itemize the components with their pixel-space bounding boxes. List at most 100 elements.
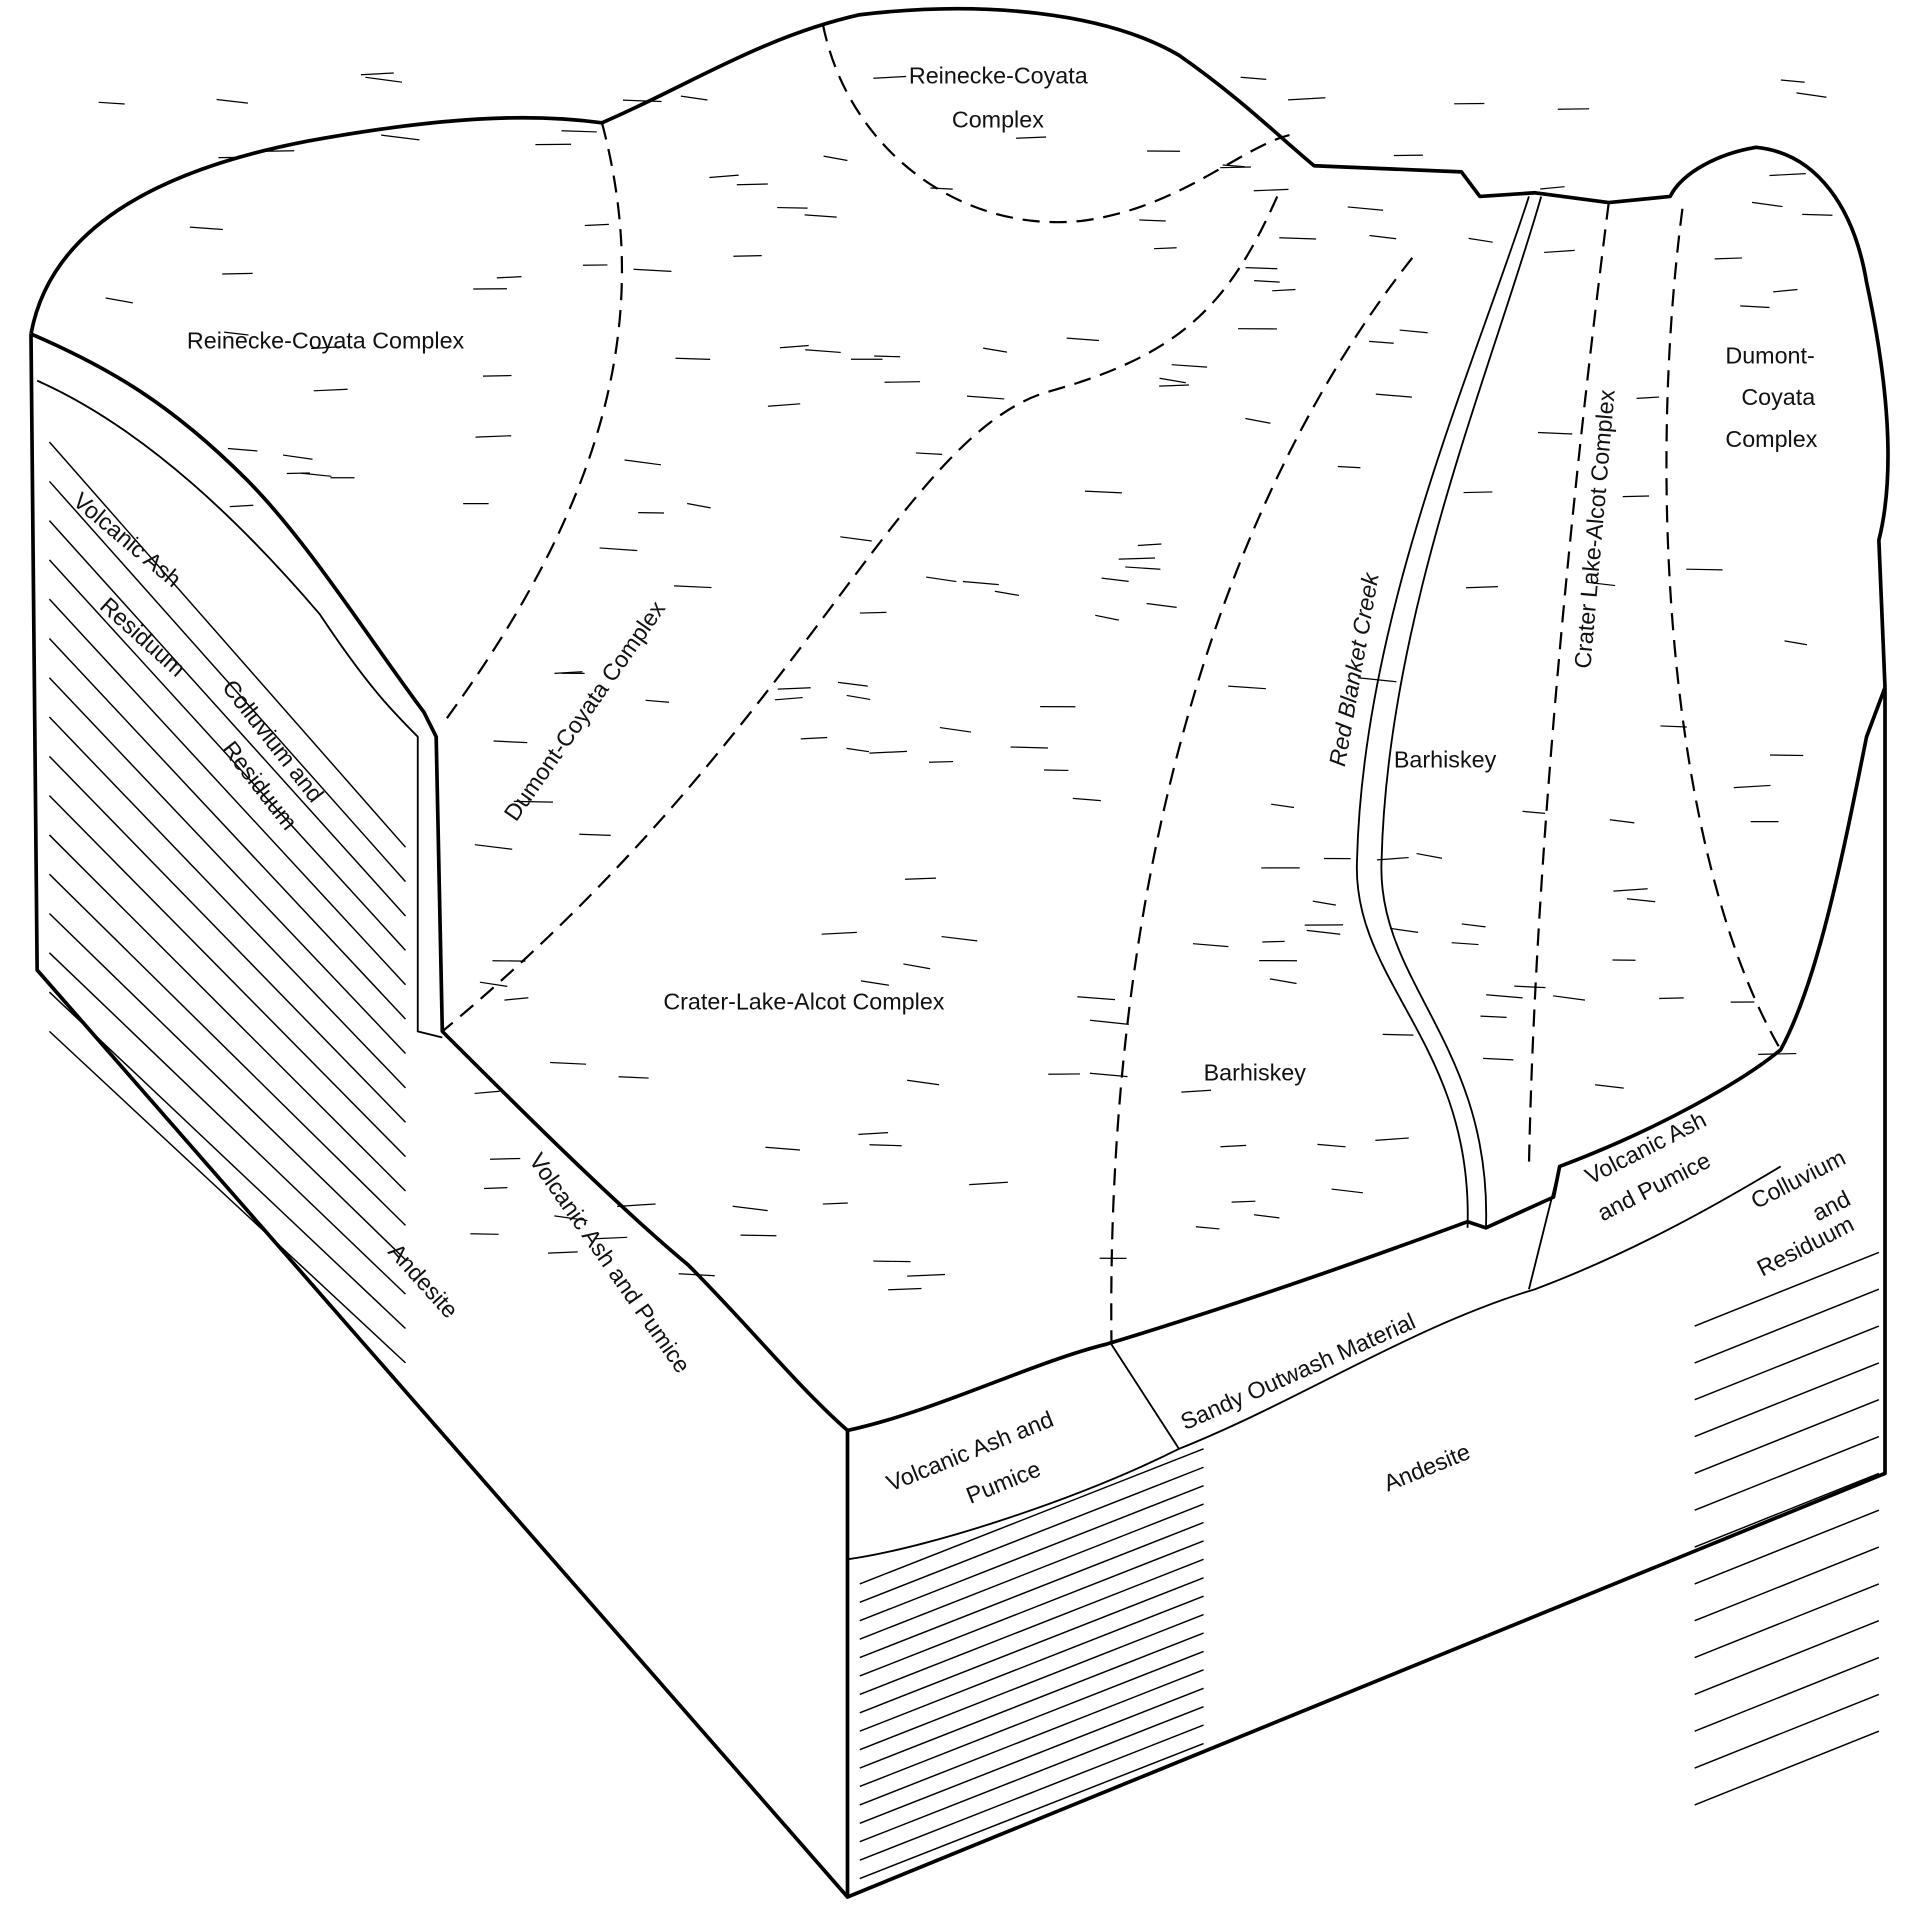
hatch-line [859, 1503, 1204, 1640]
hatch-line [1486, 994, 1523, 999]
hatch-line [1613, 888, 1648, 892]
labels: Reinecke-Coyata Complex Reinecke-Coyata … [68, 62, 1858, 1508]
hatch-line [1254, 1214, 1280, 1219]
right-face-outline [846, 687, 1887, 1899]
hatch-line [859, 1705, 1204, 1843]
hatch-line [733, 255, 762, 257]
red-blanket-creek [1356, 196, 1543, 1228]
hatch-line [1595, 1084, 1624, 1089]
hatch-line [1231, 1200, 1256, 1203]
label: Sandy Outwash Material [1177, 1308, 1420, 1435]
hatch-line [1269, 978, 1297, 985]
hatch-line [1312, 900, 1336, 906]
hatch-line [804, 214, 837, 218]
hatch-line [859, 1521, 1204, 1659]
hatch-line [1228, 685, 1266, 690]
hatch-line [1480, 1015, 1507, 1019]
hatch-line [1195, 1226, 1220, 1230]
hatch-line [1586, 581, 1616, 587]
hatch-line [1331, 1188, 1363, 1194]
hatch-line [189, 226, 223, 231]
hatch-line [1220, 1144, 1247, 1148]
hatch-line [1483, 1057, 1514, 1061]
hatch-line [1622, 495, 1650, 498]
hatch-line [48, 716, 407, 1089]
hatch-line [1222, 164, 1245, 168]
hatch-line [858, 1131, 889, 1136]
hatch-line [1694, 1509, 1880, 1585]
hatch-line [774, 696, 803, 701]
hatch-line [48, 1030, 406, 1364]
hatch-line [1095, 614, 1120, 621]
hatch-line [1796, 92, 1827, 98]
label: Andesite [383, 1238, 463, 1323]
hatch-line [1522, 810, 1546, 814]
hatch-line [222, 272, 253, 275]
hatch-line [740, 1234, 777, 1237]
hatch-line [1773, 288, 1798, 293]
hatch-line [1369, 340, 1394, 344]
hatch-line [1084, 490, 1122, 494]
hatch-line [859, 1613, 1204, 1751]
hatch-line [282, 454, 313, 460]
hatch-line [1540, 186, 1565, 190]
hatch-line [622, 99, 662, 103]
hatch-line [1694, 1730, 1880, 1806]
hatch-line [1306, 929, 1341, 935]
boundary-dumont [441, 196, 1279, 1033]
boundary-reinecke-top [821, 24, 1290, 224]
hatch-line [1694, 1435, 1880, 1511]
boundary-barhiskey [1110, 257, 1414, 1345]
hatch-line [822, 1202, 848, 1205]
hatch-line [1659, 997, 1684, 1000]
hatch-line [1253, 188, 1289, 192]
hatch-line [1802, 213, 1833, 216]
hatch-line [1694, 1693, 1880, 1769]
hatch-line [1514, 985, 1546, 989]
hatch-line [1733, 784, 1771, 789]
hatch-line [674, 585, 712, 589]
hatch-line [928, 760, 954, 763]
hatch-line [859, 1632, 1204, 1769]
hatch-line [777, 206, 808, 209]
hatch-line [645, 699, 670, 703]
hatch-line [1694, 1362, 1880, 1438]
hatch-line [1463, 491, 1493, 494]
hatch-line [779, 344, 809, 349]
hatch-line [859, 1540, 1204, 1677]
hatch-line [873, 75, 907, 79]
label: Volcanic Ash and Pumice [524, 1148, 695, 1377]
hatch-line [1118, 557, 1156, 560]
hatch-line [1271, 803, 1295, 809]
hatch-line [709, 174, 739, 179]
hatch-line [216, 98, 248, 104]
label: Crater-Lake-Alcot Complex [663, 988, 944, 1014]
label: Complex [1725, 426, 1817, 452]
hatch-line [313, 388, 348, 392]
label: Dumont-Coyata Complex [499, 596, 671, 826]
hatch-line [482, 374, 512, 377]
top-surface-outline [29, 6, 1890, 688]
hatch-line [229, 504, 254, 508]
sandy-boundary [1110, 1343, 1180, 1450]
hatch-line [1468, 237, 1493, 243]
hatch-line [1016, 136, 1047, 139]
hatch-line [479, 981, 508, 988]
hatch-line [105, 297, 133, 304]
hatch-line [903, 963, 931, 970]
hatch-line [300, 472, 332, 477]
hatch-line [1337, 465, 1361, 469]
hatch-line [859, 1650, 1204, 1788]
hatch-line [1694, 1620, 1880, 1696]
boundary-reinecke-lower [441, 122, 624, 726]
hatch-line [474, 844, 513, 850]
front-edge-outline [847, 686, 1887, 1433]
label: Dumont- [1725, 342, 1814, 368]
hatch-line [286, 472, 310, 475]
sandy-boundary-2 [1528, 1166, 1561, 1290]
hatch-line [1010, 746, 1048, 749]
hatch-line [1220, 166, 1251, 169]
hatch-line [1125, 566, 1161, 570]
hatch-line [1154, 247, 1177, 250]
